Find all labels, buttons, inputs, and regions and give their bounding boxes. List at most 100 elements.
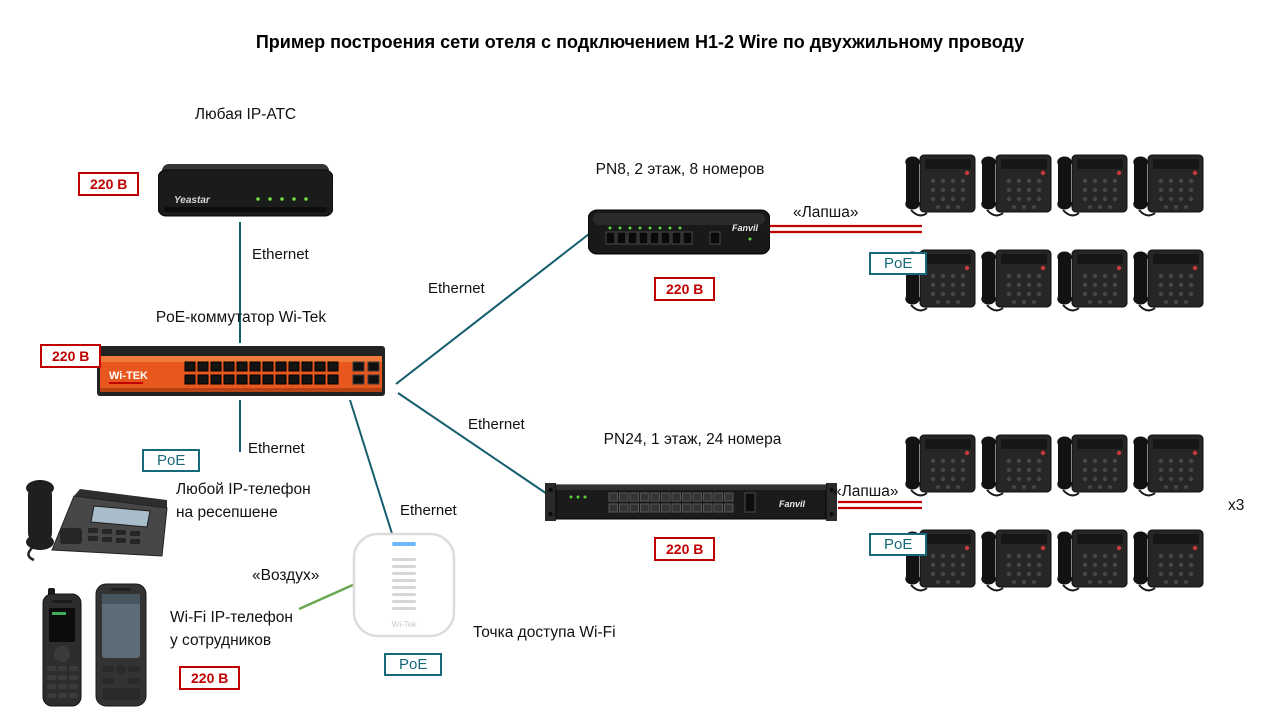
phone-mwi-led [1040, 170, 1046, 176]
phone-keypad [102, 665, 140, 700]
phone-keypad [1158, 273, 1194, 304]
phone-screen [102, 594, 140, 658]
phone-keypad [930, 553, 966, 584]
phone-display [1153, 534, 1199, 544]
phone-display [1077, 159, 1123, 169]
pn8-switch-device: Fanvil [587, 206, 771, 258]
pbx-brand-text: Yeastar [174, 195, 211, 206]
wire-switch-to-pn8 [395, 233, 590, 385]
switch-logo-underline [109, 382, 143, 384]
phone-cord [1062, 304, 1080, 312]
phone-cord [1062, 584, 1080, 592]
phone-display [1153, 254, 1199, 264]
vozduh-label: «Воздух» [252, 567, 320, 584]
pn24-uplink-port [744, 492, 756, 513]
phone-display [1077, 439, 1123, 449]
power-badge-pn24: 220 В [654, 537, 716, 561]
phone-handset [1134, 439, 1147, 487]
phone-cord [1138, 304, 1156, 312]
phone-mwi-led [1192, 450, 1198, 456]
phone-dpad [54, 646, 70, 662]
phone-cord [986, 584, 1004, 592]
phone-keypad [930, 458, 966, 489]
reception-phone-label-line1: Любой IP-телефон [176, 481, 311, 498]
ap-grille [392, 558, 416, 610]
ap-brand-text: Wi-Tek [392, 620, 417, 629]
phone-grid-floor2 [905, 150, 1205, 315]
phone-handset [1134, 534, 1147, 582]
pn24-port-block [608, 492, 734, 513]
hotel-phone [1133, 245, 1205, 315]
phone-display [1153, 159, 1199, 169]
reception-phone-label: Любой IP-телефон на ресепшене [176, 478, 311, 524]
phone-keypad [1158, 178, 1194, 209]
phone-mwi-led [1192, 170, 1198, 176]
ethernet-label-pn24: Ethernet [468, 416, 525, 433]
phone-keypad [930, 178, 966, 209]
phone-handset [906, 159, 919, 207]
power-badge-wifi-phones: 220 В [179, 666, 241, 690]
phone-display [1153, 439, 1199, 449]
poe-switch-device: Wi-TEK [97, 344, 385, 398]
hotel-phone [1133, 150, 1205, 220]
pn8-power-led [748, 237, 752, 241]
phone-handset [982, 439, 995, 487]
phone-display [1077, 534, 1123, 544]
hotel-phone [905, 525, 977, 595]
wire-air-to-ap [298, 582, 356, 611]
hotel-phone [1057, 430, 1129, 500]
ap-label: Точка доступа Wi-Fi [473, 624, 616, 641]
hotel-phone [1133, 525, 1205, 595]
wire-switch-to-ap [349, 399, 395, 541]
phone-cord [986, 209, 1004, 217]
phone-display [925, 159, 971, 169]
hotel-phone [981, 525, 1053, 595]
phone-display [925, 439, 971, 449]
ap-status-led [392, 542, 416, 546]
phone-handset [1134, 254, 1147, 302]
ethernet-label-ap: Ethernet [400, 502, 457, 519]
switch-brand-text: Wi-TEK [109, 370, 148, 382]
switch-sfp-block [352, 361, 380, 385]
phone-mwi-led [964, 170, 970, 176]
phone-mwi-led [1192, 545, 1198, 551]
phone-display [1001, 439, 1047, 449]
phone-cord [1062, 209, 1080, 217]
wifi-phone-2-device [94, 582, 148, 708]
phone-cord [910, 584, 928, 592]
phone-cord [1138, 584, 1156, 592]
phone-handset [1058, 439, 1071, 487]
phone-keypad [1006, 178, 1042, 209]
phone-grid-floor1 [905, 430, 1205, 595]
phone-mwi-led [964, 450, 970, 456]
hotel-phone [1057, 525, 1129, 595]
phone-display [1077, 254, 1123, 264]
phone-handset [982, 254, 995, 302]
hotel-phone [905, 430, 977, 500]
phone-cord [910, 489, 928, 497]
switch-label: PoE-коммутатор Wi-Tek [155, 309, 327, 326]
power-badge-pbx: 220 В [78, 172, 140, 196]
wifi-phone-label-line2: у сотрудников [170, 632, 272, 649]
phone-handset [1134, 159, 1147, 207]
phone-handset [1058, 254, 1071, 302]
hotel-phone [1133, 430, 1205, 500]
hotel-phone [1057, 150, 1129, 220]
ethernet-label-pbx: Ethernet [252, 246, 309, 263]
phone-mwi-led [964, 545, 970, 551]
phone-display [1001, 254, 1047, 264]
hotel-phone [981, 150, 1053, 220]
pn24-label: PN24, 1 этаж, 24 номера [603, 431, 782, 448]
x3-multiplier-label: x3 [1228, 497, 1245, 514]
wifi-access-point-device: Wi-Tek [352, 532, 456, 638]
phone-cord [910, 209, 928, 217]
phone-display [1001, 534, 1047, 544]
phone-screen [90, 505, 151, 528]
pn8-label: PN8, 2 этаж, 8 номеров [595, 161, 765, 178]
lapsha-label-top: «Лапша» [793, 204, 859, 221]
phone-mwi-led [1040, 545, 1046, 551]
phone-handset [906, 439, 919, 487]
phone-screen [49, 608, 75, 642]
phone-cord [1062, 489, 1080, 497]
